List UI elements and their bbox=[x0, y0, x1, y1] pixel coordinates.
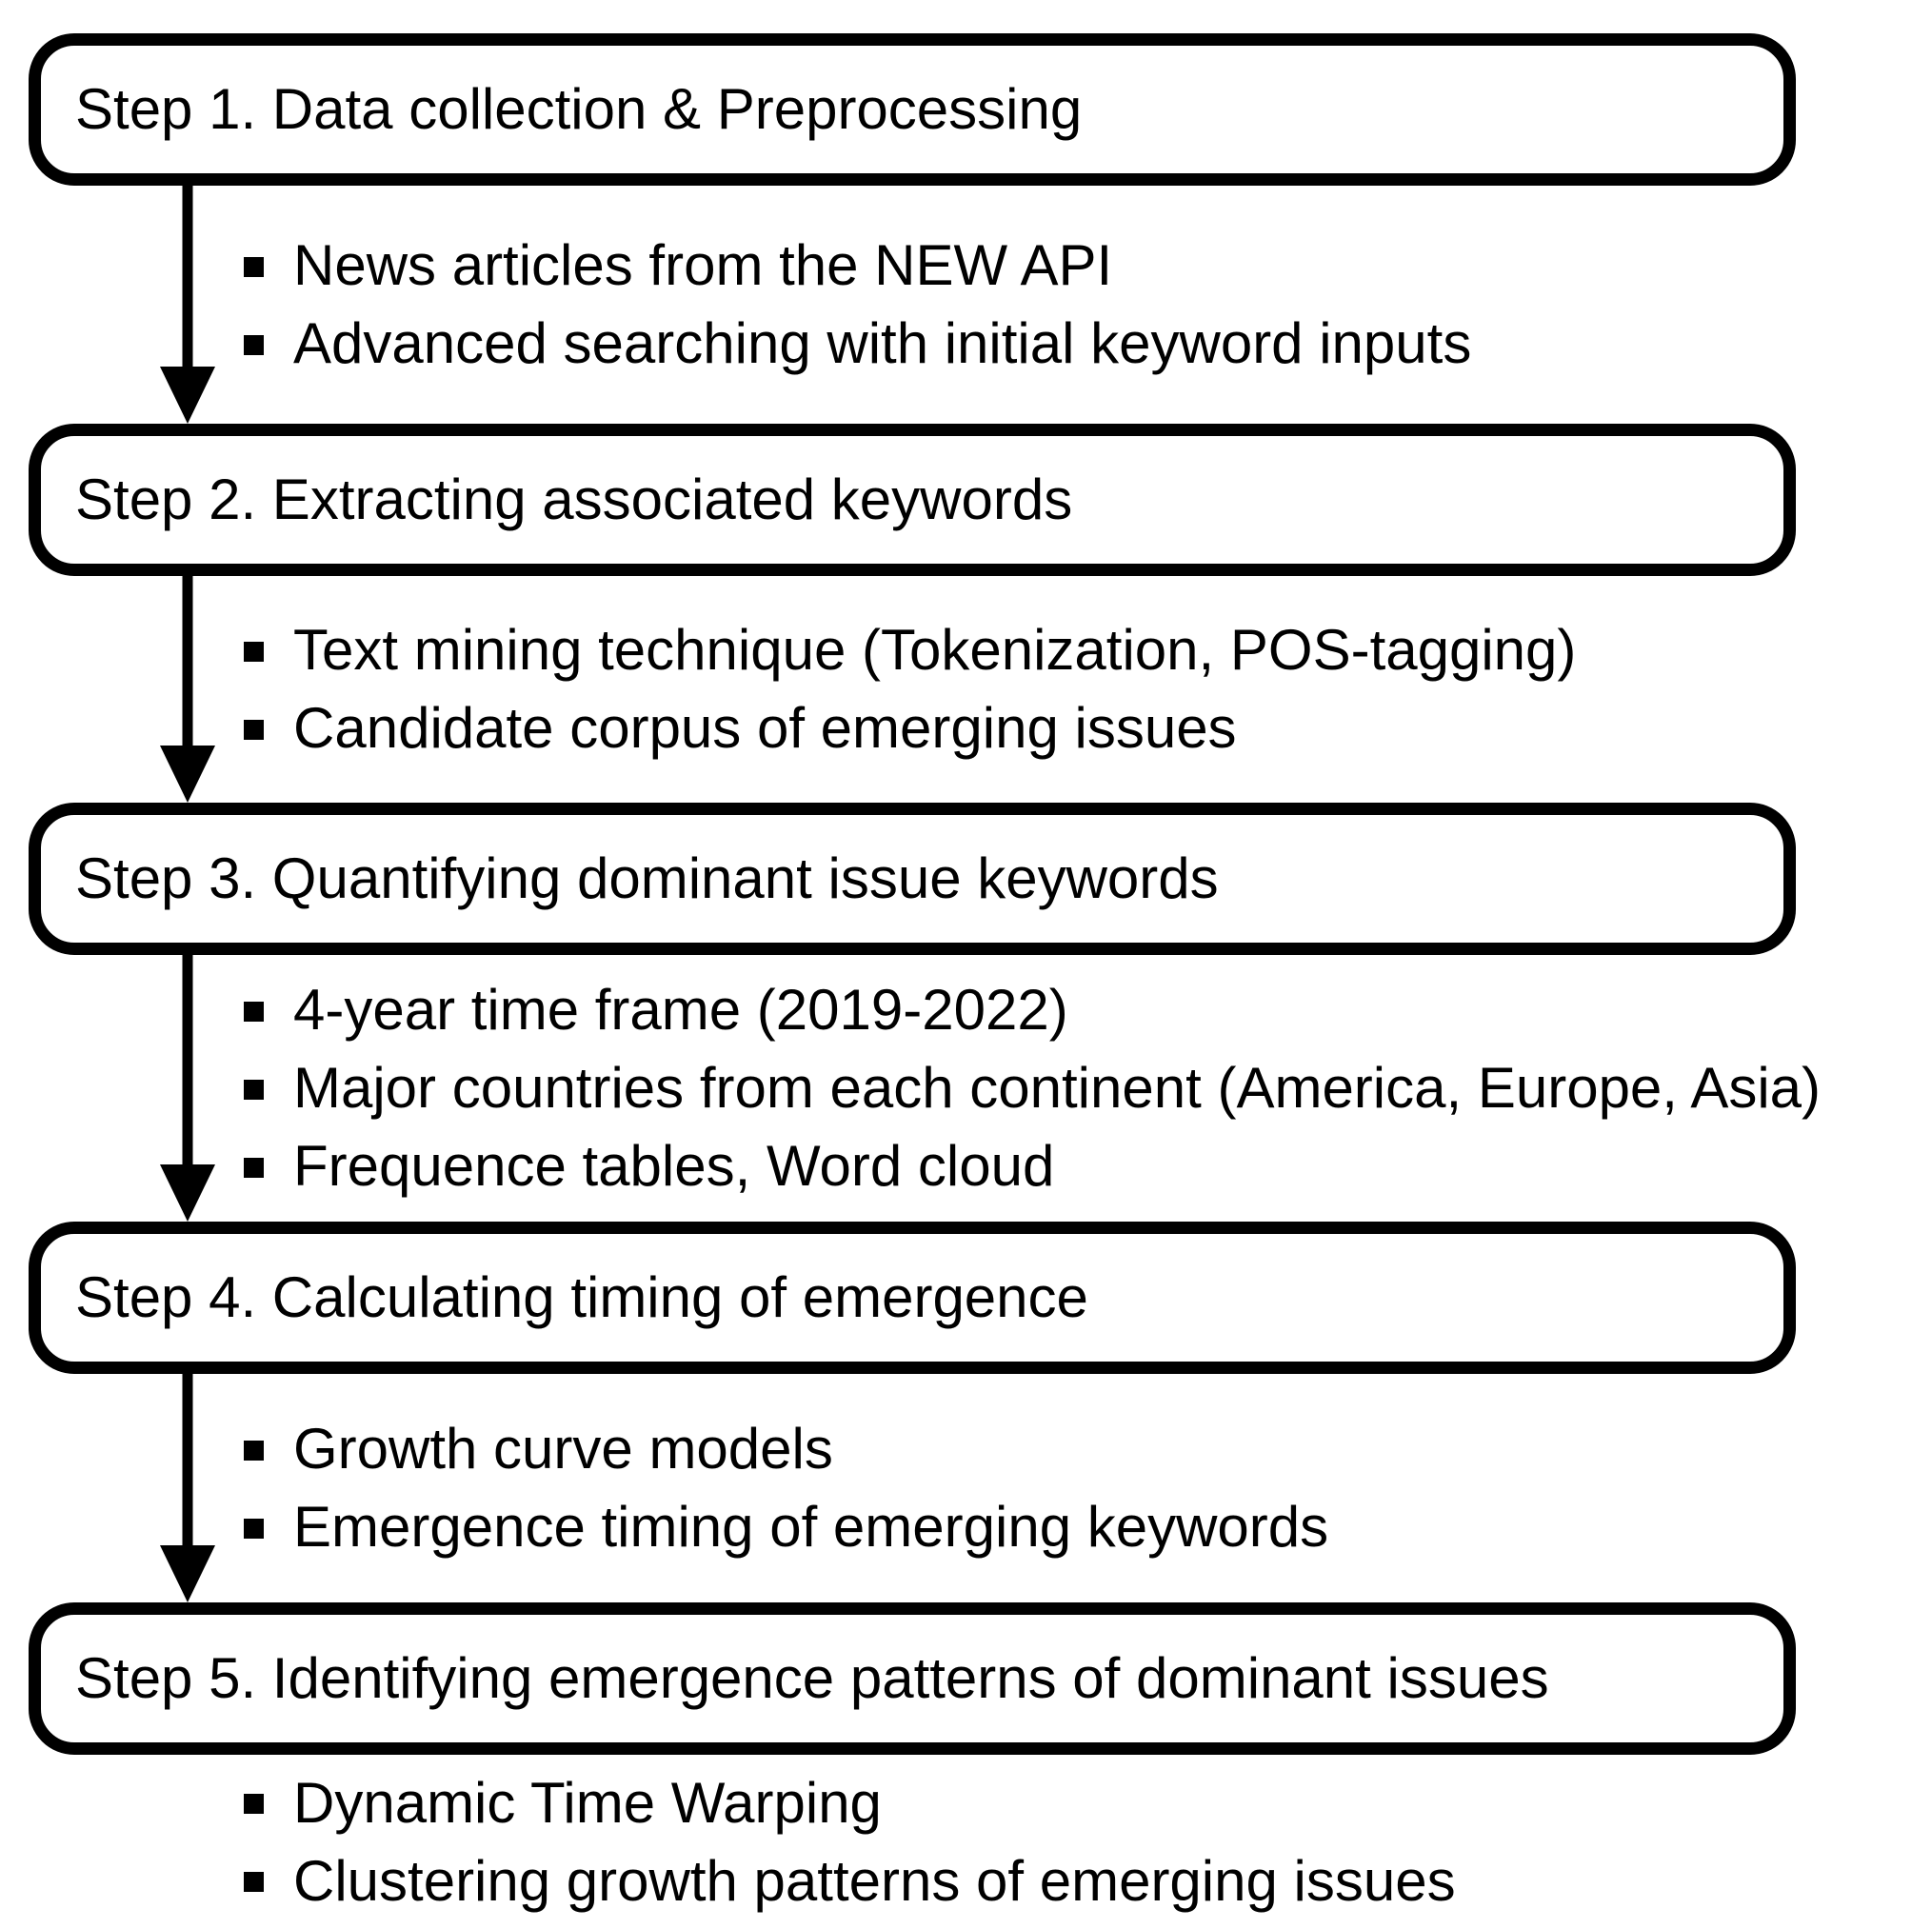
arrow-shaft bbox=[182, 1374, 193, 1555]
step-4-connector: Growth curve models Emergence timing of … bbox=[0, 1374, 1932, 1602]
list-item: Emergence timing of emerging keywords bbox=[244, 1488, 1932, 1566]
arrow-head bbox=[160, 367, 215, 424]
bullet-text: News articles from the NEW API bbox=[293, 233, 1113, 297]
list-item: Growth curve models bbox=[244, 1410, 1932, 1488]
list-item: Dynamic Time Warping bbox=[244, 1764, 1932, 1842]
step-2-box: Step 2. Extracting associated keywords bbox=[29, 424, 1796, 576]
step-1-title: Step 1. Data collection & Preprocessing bbox=[75, 77, 1083, 141]
arrow-head bbox=[160, 1545, 215, 1602]
step-5-title: Step 5. Identifying emergence patterns o… bbox=[75, 1646, 1549, 1710]
arrow-shaft bbox=[182, 576, 193, 755]
square-bullet-icon bbox=[244, 1079, 264, 1100]
step-4-title: Step 4. Calculating timing of emergence bbox=[75, 1265, 1088, 1329]
step-5-box: Step 5. Identifying emergence patterns o… bbox=[29, 1602, 1796, 1755]
list-item: Frequence tables, Word cloud bbox=[244, 1127, 1932, 1205]
square-bullet-icon bbox=[244, 1001, 264, 1022]
down-arrow-icon bbox=[160, 186, 215, 424]
list-item: Advanced searching with initial keyword … bbox=[244, 305, 1932, 383]
bullet-text: Growth curve models bbox=[293, 1417, 833, 1481]
square-bullet-icon bbox=[244, 256, 264, 277]
list-item: 4-year time frame (2019-2022) bbox=[244, 971, 1932, 1049]
step-1-connector: News articles from the NEW API Advanced … bbox=[0, 186, 1932, 424]
arrow-shaft bbox=[182, 186, 193, 376]
square-bullet-icon bbox=[244, 641, 264, 662]
step-3-title: Step 3. Quantifying dominant issue keywo… bbox=[75, 846, 1219, 910]
square-bullet-icon bbox=[244, 334, 264, 355]
square-bullet-icon bbox=[244, 1440, 264, 1461]
step-5-bullets: Dynamic Time Warping Clustering growth p… bbox=[0, 1755, 1932, 1929]
step-1-box: Step 1. Data collection & Preprocessing bbox=[29, 33, 1796, 186]
bullet-text: Text mining technique (Tokenization, POS… bbox=[293, 618, 1577, 682]
step-2-connector: Text mining technique (Tokenization, POS… bbox=[0, 576, 1932, 803]
bullet-text: Emergence timing of emerging keywords bbox=[293, 1495, 1329, 1559]
down-arrow-icon bbox=[160, 955, 215, 1222]
list-item: Text mining technique (Tokenization, POS… bbox=[244, 611, 1932, 689]
list-item: Candidate corpus of emerging issues bbox=[244, 689, 1932, 767]
step-3-box: Step 3. Quantifying dominant issue keywo… bbox=[29, 803, 1796, 955]
list-item: Clustering growth patterns of emerging i… bbox=[244, 1842, 1932, 1920]
square-bullet-icon bbox=[244, 1157, 264, 1178]
down-arrow-icon bbox=[160, 1374, 215, 1602]
square-bullet-icon bbox=[244, 1872, 264, 1892]
bullet-text: Advanced searching with initial keyword … bbox=[293, 311, 1472, 375]
square-bullet-icon bbox=[244, 1518, 264, 1539]
list-item: Major countries from each continent (Ame… bbox=[244, 1049, 1932, 1127]
bullet-text: 4-year time frame (2019-2022) bbox=[293, 978, 1068, 1042]
square-bullet-icon bbox=[244, 719, 264, 740]
bullet-text: Clustering growth patterns of emerging i… bbox=[293, 1848, 1456, 1913]
down-arrow-icon bbox=[160, 576, 215, 803]
arrow-head bbox=[160, 746, 215, 803]
bullet-text: Dynamic Time Warping bbox=[293, 1770, 882, 1835]
arrow-shaft bbox=[182, 955, 193, 1174]
bullet-text: Major countries from each continent (Ame… bbox=[293, 1056, 1822, 1120]
list-item: News articles from the NEW API bbox=[244, 227, 1932, 305]
bullet-text: Candidate corpus of emerging issues bbox=[293, 696, 1237, 760]
square-bullet-icon bbox=[244, 1794, 264, 1814]
step-4-box: Step 4. Calculating timing of emergence bbox=[29, 1222, 1796, 1374]
bullet-text: Frequence tables, Word cloud bbox=[293, 1134, 1055, 1198]
step-2-title: Step 2. Extracting associated keywords bbox=[75, 467, 1073, 531]
arrow-head bbox=[160, 1164, 215, 1222]
step-3-connector: 4-year time frame (2019-2022) Major coun… bbox=[0, 955, 1932, 1222]
